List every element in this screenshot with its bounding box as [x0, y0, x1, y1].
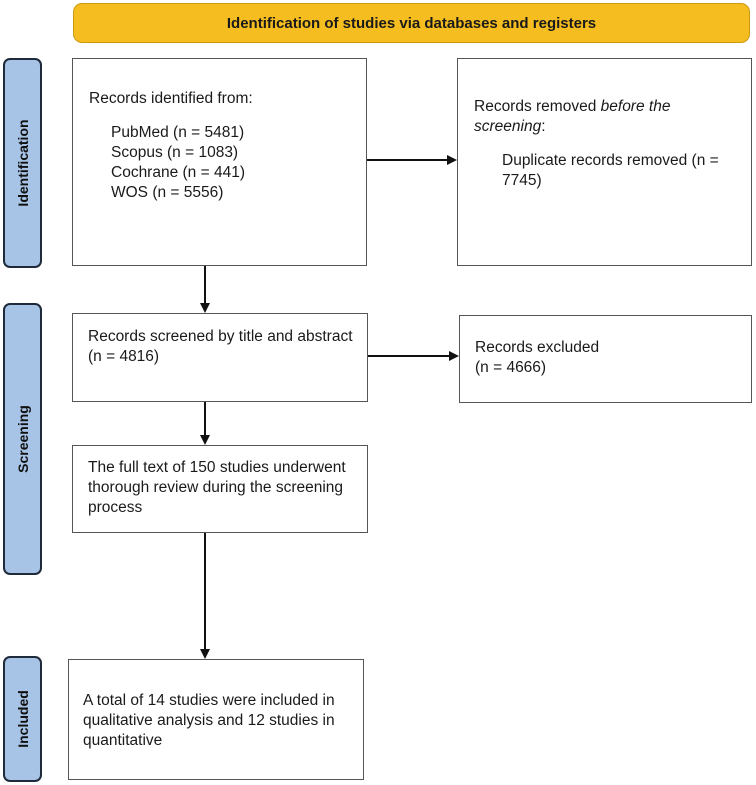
full-text-review-box: The full text of 150 studies underwent t… — [72, 445, 368, 533]
records-screened-count: (n = 4816) — [88, 348, 160, 365]
source-pubmed: PubMed (n = 5481) — [111, 124, 245, 141]
records-removed-title-suffix: : — [541, 118, 546, 135]
records-removed-title-prefix: Records removed — [474, 98, 601, 115]
records-removed-title-italic: before the screening — [474, 98, 671, 135]
records-excluded-count: (n = 4666) — [475, 359, 547, 376]
header-title-bar: Identification of studies via databases … — [73, 3, 750, 43]
records-removed-box: Records removed before the screening: Du… — [457, 58, 752, 266]
records-excluded-box: Records excluded (n = 4666) — [459, 315, 752, 403]
records-removed-title: Records removed before the screening: — [474, 97, 739, 137]
source-cochrane: Cochrane (n = 441) — [111, 164, 245, 181]
header-title: Identification of studies via databases … — [226, 14, 597, 32]
phase-identification: Identification — [3, 58, 42, 268]
records-screened-box: Records screened by title and abstract (… — [72, 313, 368, 402]
full-text-review-text: The full text of 150 studies underwent t… — [88, 459, 346, 516]
source-scopus: Scopus (n = 1083) — [111, 144, 239, 161]
records-excluded-text: Records excluded — [475, 339, 600, 356]
phase-included: Included — [3, 656, 42, 782]
records-identified-box: Records identified from: PubMed (n = 548… — [72, 58, 367, 266]
included-studies-box: A total of 14 studies were included in q… — [68, 659, 364, 780]
source-wos: WOS (n = 5556) — [111, 184, 224, 201]
phase-screening: Screening — [3, 303, 42, 575]
duplicate-records-removed: Duplicate records removed (n = 7745) — [502, 152, 719, 189]
records-identified-title: Records identified from: — [89, 90, 253, 107]
included-studies-text: A total of 14 studies were included in q… — [83, 692, 335, 749]
records-screened-text: Records screened by title and abstract — [88, 328, 353, 345]
